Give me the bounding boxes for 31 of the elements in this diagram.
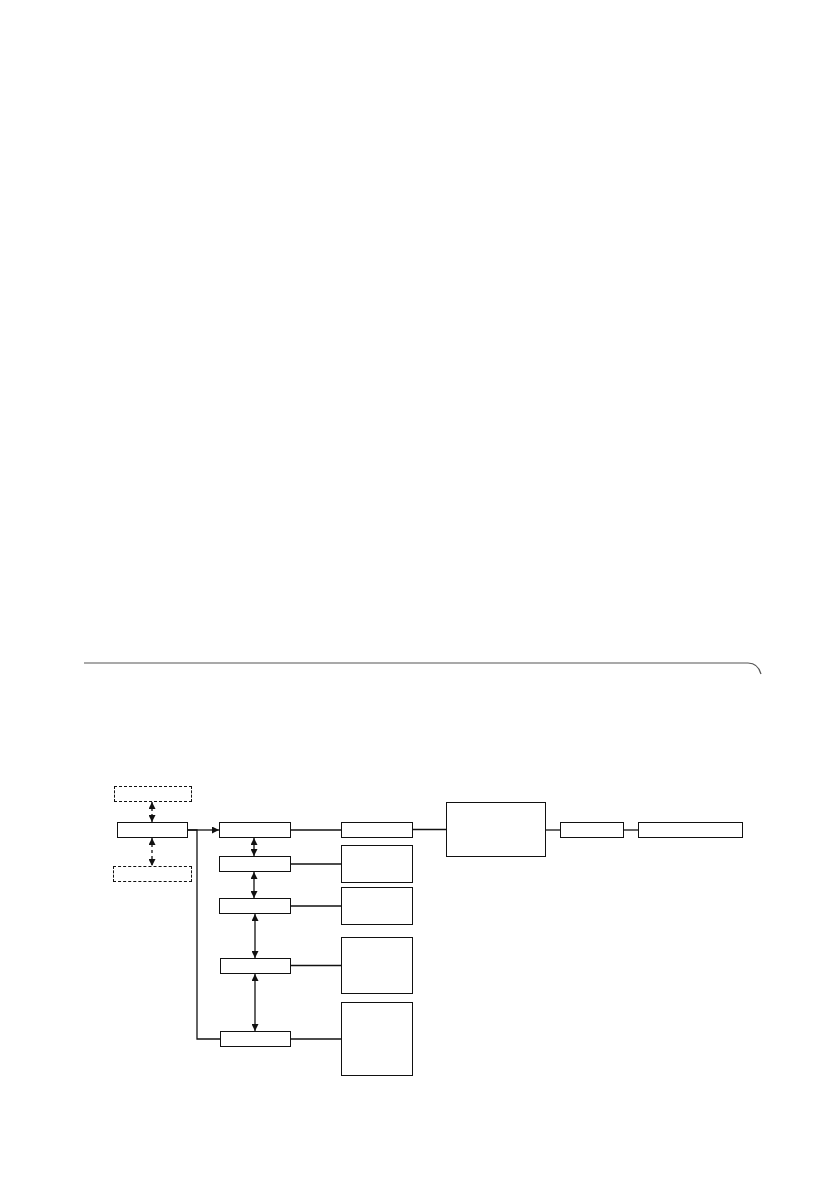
process-box <box>117 822 188 838</box>
arrow <box>251 973 259 1032</box>
connector-line <box>187 829 221 1040</box>
connector-line <box>545 829 561 831</box>
connector-line <box>290 829 342 831</box>
dashed-box <box>113 866 192 882</box>
process-box <box>219 856 291 872</box>
arrow <box>148 801 156 823</box>
arrow <box>250 837 258 857</box>
process-box <box>341 887 413 925</box>
arrow <box>250 871 258 899</box>
process-box <box>446 802 546 857</box>
connector-line <box>290 905 342 907</box>
dashed-box <box>114 786 192 802</box>
process-box <box>220 1031 291 1047</box>
connector-line <box>290 863 342 865</box>
process-box <box>341 1002 413 1076</box>
process-box <box>341 937 413 994</box>
process-box <box>219 822 291 838</box>
process-box <box>638 822 743 838</box>
connector-line <box>623 829 639 831</box>
process-box <box>560 822 624 838</box>
process-box <box>220 958 291 974</box>
process-box <box>219 898 291 914</box>
connector-line <box>290 964 342 967</box>
process-box <box>341 822 413 838</box>
arrow <box>148 837 156 867</box>
connector-line <box>412 828 447 831</box>
connector-line <box>290 1038 342 1040</box>
arrow <box>251 913 259 959</box>
process-box <box>341 845 413 883</box>
